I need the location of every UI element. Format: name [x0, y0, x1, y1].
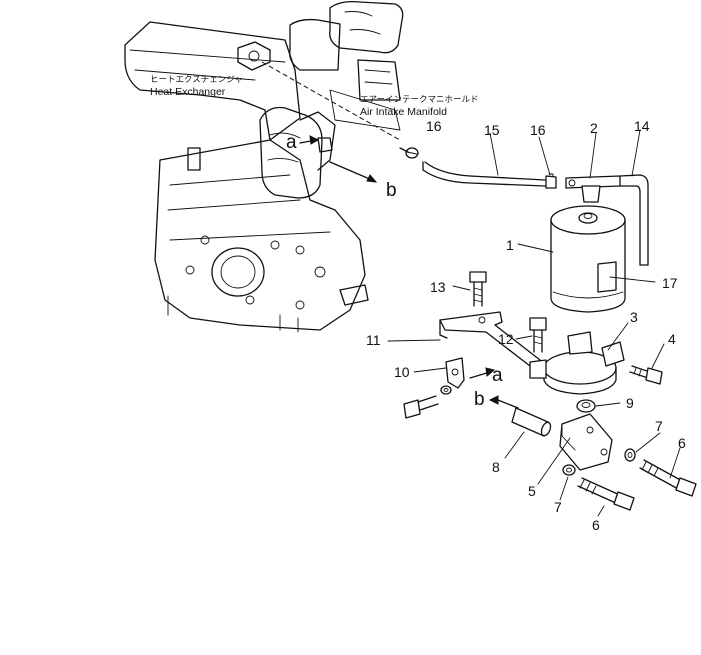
engine-mark-b: b	[386, 180, 397, 201]
callout-4: 4	[668, 331, 676, 347]
pipe-14	[619, 174, 649, 266]
bolt-6-right	[639, 459, 697, 497]
engine-mark-a: a	[286, 132, 297, 153]
engine-block	[124, 0, 404, 333]
pin-8	[511, 407, 552, 437]
hose-15	[422, 161, 546, 187]
filter-canister	[550, 205, 626, 313]
callout-9: 9	[626, 395, 634, 411]
air-intake-label-jp: エアーインテークマニホールド	[360, 95, 479, 105]
bolt-13	[469, 271, 487, 307]
grommet-9	[576, 399, 596, 413]
callout-13: 13	[430, 279, 446, 295]
callout-14: 14	[634, 118, 650, 134]
air-intake-caption: エアーインテークマニホールド Air Intake Manifold	[360, 95, 479, 118]
bracket-mark-b: b	[474, 389, 485, 410]
engine-connection-a: a	[286, 132, 320, 153]
leader-16-engine	[399, 147, 409, 153]
bolt-6-bottom	[577, 477, 635, 511]
bracket-11	[439, 311, 541, 367]
callout-6-right: 6	[678, 435, 686, 451]
bolt-4	[629, 365, 663, 385]
washer-7-right	[624, 448, 636, 462]
callout-11: 11	[366, 332, 381, 348]
callout-16-engine: 16	[426, 118, 442, 134]
engine-connection-b: b	[329, 161, 397, 201]
heat-exchanger-label-jp: ヒートエクスチェンジャ	[150, 75, 243, 85]
bracket-mark-a: a	[492, 365, 503, 386]
callout-8: 8	[492, 459, 500, 475]
bracket-connection-a: a	[469, 365, 503, 386]
bolt-12	[529, 317, 547, 353]
bolt-loose	[403, 395, 439, 419]
clamp-16-engine	[405, 147, 419, 159]
callout-numbers: 16 15 16 2 14 1 17 13 11 12 3 4 10 9 7 6…	[366, 118, 686, 533]
callout-12: 12	[498, 331, 514, 347]
bracket-10	[445, 357, 465, 389]
callout-2: 2	[590, 120, 598, 136]
washer-10	[440, 385, 452, 395]
heat-exchanger-caption: ヒートエクスチェンジャ Heat Exchanger	[150, 75, 243, 98]
mount-bracket-5	[559, 413, 613, 471]
fitting-2	[565, 175, 621, 203]
heat-exchanger-label-en: Heat Exchanger	[150, 86, 226, 98]
band-clamp-3	[529, 331, 625, 395]
callout-6-bottom: 6	[592, 517, 600, 533]
callout-10: 10	[394, 364, 410, 380]
callout-1: 1	[506, 237, 514, 253]
air-intake-label-en: Air Intake Manifold	[360, 106, 447, 118]
callout-3: 3	[630, 309, 638, 325]
callout-15: 15	[484, 122, 500, 138]
callout-16-filter: 16	[530, 122, 546, 138]
clamp-16-filter	[545, 173, 557, 189]
callout-7-bottom: 7	[554, 499, 562, 515]
callout-5: 5	[528, 483, 536, 499]
bracket-connection-b: b	[474, 389, 519, 410]
callout-17: 17	[662, 275, 678, 291]
leader-lines	[387, 129, 681, 517]
callout-7-right: 7	[655, 418, 663, 434]
washer-7-bottom	[562, 464, 576, 476]
